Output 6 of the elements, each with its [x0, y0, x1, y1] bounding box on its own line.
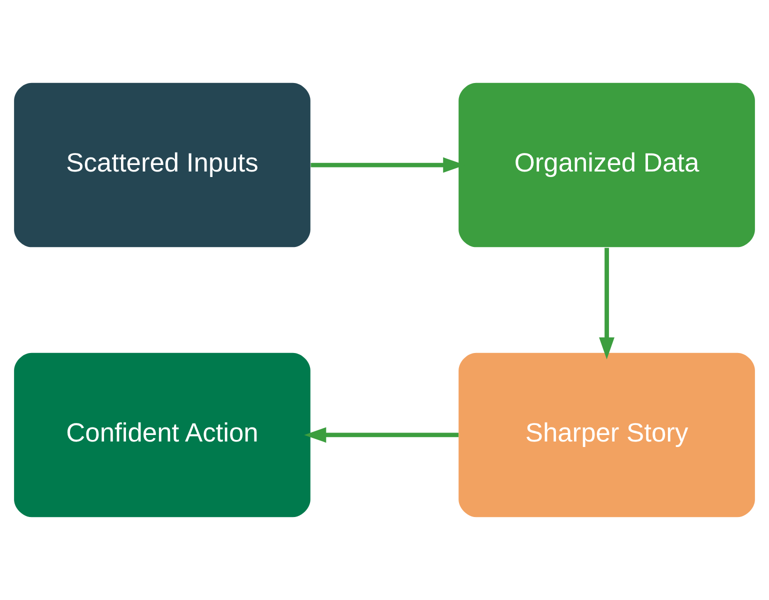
arrow — [304, 427, 459, 443]
node-box: Scattered Inputs — [14, 82, 310, 248]
arrow — [599, 248, 614, 360]
node-box: Confident Action — [14, 352, 310, 518]
node-box: Sharper Story — [458, 352, 755, 518]
node-box: Organized Data — [458, 82, 755, 248]
